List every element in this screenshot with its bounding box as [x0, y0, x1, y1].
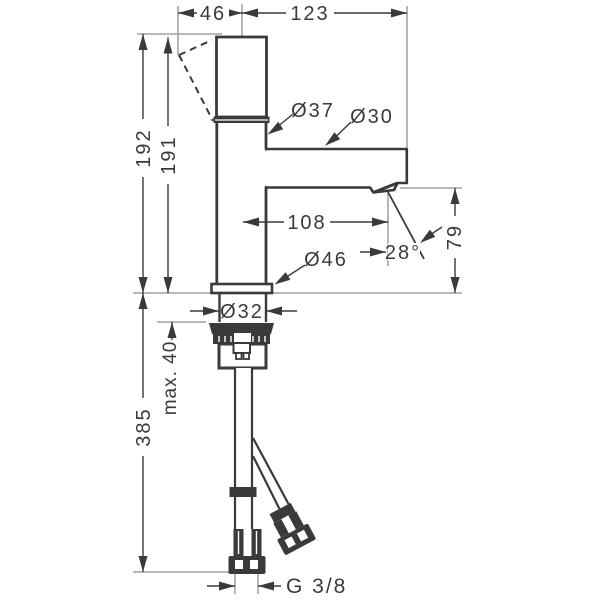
- label-body-height: 191: [158, 135, 180, 174]
- arrowheads: [138, 8, 460, 591]
- base-flange: [210, 282, 274, 295]
- dimension-labels: 46 123 192 191 Ø37 Ø30 108 28° 79 Ø46 Ø3…: [133, 3, 466, 598]
- label-max-mounting-thickness: max. 40: [160, 341, 181, 416]
- arrow-123-right: [391, 8, 407, 18]
- label-spout-reach: 123: [290, 3, 329, 25]
- arrow-191-bottom: [163, 277, 173, 293]
- leader-dia46: [286, 264, 306, 278]
- arrow-max40: [167, 322, 177, 338]
- mounting-washer: [209, 323, 274, 334]
- aerator-face: [372, 181, 399, 194]
- arrow-thread-left: [219, 581, 235, 591]
- faucet-handle: [215, 35, 268, 119]
- faucet-body-fill: [218, 123, 265, 284]
- label-outlet-height: 79: [444, 224, 466, 250]
- pipe-collar: [229, 487, 257, 497]
- faucet-spout: [252, 147, 409, 194]
- arrow-thread-right: [258, 581, 274, 591]
- hose-connector-angled: [269, 502, 316, 555]
- extension-lines: [133, 4, 462, 594]
- arrow-46-left: [178, 8, 194, 18]
- arrow-192-bottom: [138, 277, 148, 293]
- label-hose-length: 385: [133, 407, 155, 446]
- arrow-dia30: [325, 132, 341, 146]
- hose-guide: [232, 342, 251, 354]
- arrow-dia32-right: [266, 306, 282, 316]
- leader-dia30: [335, 121, 352, 138]
- hose-connector-straight: [228, 529, 266, 574]
- connector-nut-angled: [277, 523, 316, 555]
- label-body-diameter: Ø37: [291, 100, 335, 122]
- arrow-46-right: [226, 8, 242, 18]
- label-spout-diameter: Ø30: [350, 106, 394, 128]
- arrow-108-left: [243, 217, 259, 227]
- arrow-192-top: [138, 34, 148, 50]
- faucet-outline: [178, 35, 409, 574]
- arrow-angle-right: [420, 229, 436, 243]
- arrow-108-right: [372, 217, 388, 227]
- arrow-79-top: [450, 188, 460, 204]
- arrow-dia46: [274, 272, 291, 285]
- arrow-191-top: [163, 37, 173, 54]
- label-connection-thread: G 3/8: [286, 575, 347, 598]
- label-total-height: 192: [133, 128, 155, 167]
- nut-knurling: [218, 336, 266, 342]
- arrow-dia37: [267, 121, 284, 135]
- dimension-lines: [142, 12, 456, 587]
- label-handle-projection: 46: [200, 3, 226, 25]
- connector-nut: [228, 556, 266, 574]
- text-masks: [135, 4, 463, 456]
- arrow-angle-left: [370, 247, 386, 257]
- arrow-123-left: [242, 8, 258, 18]
- arrow-385-top: [138, 293, 148, 309]
- label-shank-diameter: Ø32: [220, 301, 264, 323]
- label-base-diameter: Ø46: [304, 249, 348, 271]
- leader-dia37: [278, 113, 294, 127]
- label-outlet-offset: 108: [287, 212, 326, 234]
- handle-open-position-dashed: [178, 39, 214, 122]
- arrow-385-bottom: [138, 556, 148, 572]
- label-stream-angle: 28°: [385, 242, 421, 264]
- arrow-dia32-left: [203, 306, 219, 316]
- arrow-79-bottom: [450, 277, 460, 293]
